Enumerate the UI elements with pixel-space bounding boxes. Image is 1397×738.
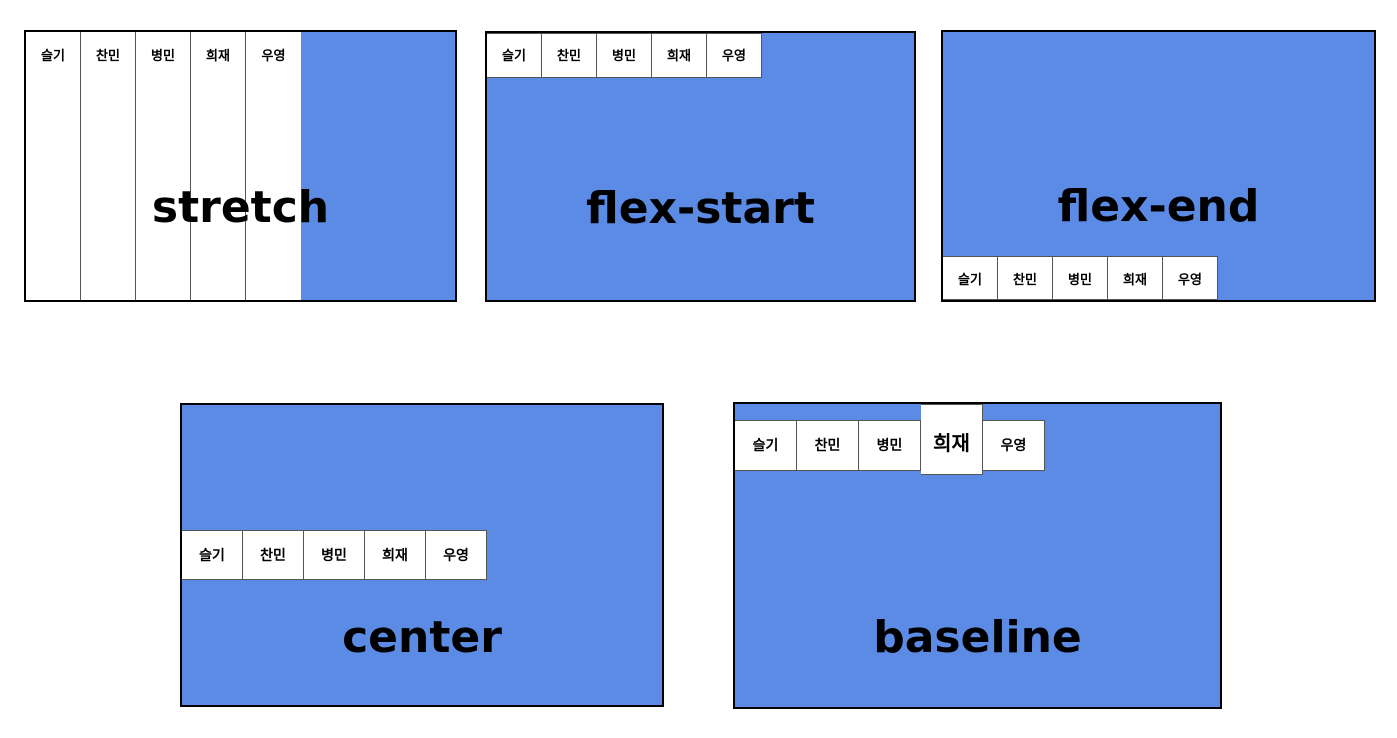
flex-item: 희재 xyxy=(191,32,246,300)
flex-item: 찬민 xyxy=(542,33,597,78)
item-label: 우영 xyxy=(443,548,469,564)
item-label: 희재 xyxy=(667,49,691,64)
flex-item: 슬기 xyxy=(487,33,542,78)
item-label: 희재 xyxy=(1123,273,1147,288)
item-label: 찬민 xyxy=(260,548,286,564)
item-label: 병민 xyxy=(876,438,903,454)
flex-item: 우영 xyxy=(246,32,301,300)
flex-item: 우영 xyxy=(1163,256,1218,300)
item-label: 슬기 xyxy=(958,273,982,288)
item-label: 우영 xyxy=(261,49,286,64)
panel-caption: flex-end xyxy=(1057,181,1260,232)
item-label: 병민 xyxy=(151,49,175,64)
item-label: 우영 xyxy=(722,49,746,64)
item-label: 우영 xyxy=(1178,273,1202,288)
flex-item: 우영 xyxy=(426,530,487,580)
flex-item: 슬기 xyxy=(943,256,998,300)
flex-item: 슬기 xyxy=(182,530,243,580)
item-label: 병민 xyxy=(1068,273,1092,288)
item-label: 찬민 xyxy=(96,49,120,64)
item-label: 슬기 xyxy=(41,49,65,64)
item-label: 우영 xyxy=(1000,438,1027,454)
flex-item: 찬민 xyxy=(797,420,859,471)
panel-stretch: 슬기 찬민 병민 희재 우영 stretch xyxy=(24,30,457,302)
item-label: 병민 xyxy=(321,548,347,564)
panel-flex-end: 슬기 찬민 병민 희재 우영 flex-end xyxy=(941,30,1376,302)
item-label: 슬기 xyxy=(199,548,225,564)
flex-item: 희재 xyxy=(652,33,707,78)
panel-baseline: 슬기 찬민 병민 희재 우영 baseline xyxy=(733,402,1222,709)
item-label: 찬민 xyxy=(1013,273,1037,288)
flex-item: 희재 xyxy=(365,530,426,580)
flex-item: 병민 xyxy=(597,33,652,78)
panel-caption: flex-start xyxy=(586,183,815,234)
flex-item: 우영 xyxy=(707,33,762,78)
item-label: 찬민 xyxy=(557,49,581,64)
item-label: 찬민 xyxy=(814,438,841,454)
panel-flex-start: 슬기 찬민 병민 희재 우영 flex-start xyxy=(485,31,916,302)
flex-item: 우영 xyxy=(983,420,1045,471)
flex-item: 병민 xyxy=(859,420,921,471)
flex-item: 병민 xyxy=(1053,256,1108,300)
item-label: 슬기 xyxy=(752,438,779,454)
flex-item: 슬기 xyxy=(735,420,797,471)
panel-caption: center xyxy=(342,612,502,663)
panel-caption: baseline xyxy=(873,612,1082,663)
flex-item: 희재 xyxy=(1108,256,1163,300)
flex-item: 슬기 xyxy=(26,32,81,300)
flex-item: 병민 xyxy=(304,530,365,580)
panel-center: 슬기 찬민 병민 희재 우영 center xyxy=(180,403,664,707)
item-label: 희재 xyxy=(206,49,230,64)
flex-item: 찬민 xyxy=(81,32,136,300)
flex-item: 찬민 xyxy=(243,530,304,580)
item-label: 병민 xyxy=(612,49,636,64)
item-label: 희재 xyxy=(933,431,970,455)
item-label: 희재 xyxy=(382,548,408,564)
flex-item: 병민 xyxy=(136,32,191,300)
flex-item-large: 희재 xyxy=(921,404,983,475)
flex-item: 찬민 xyxy=(998,256,1053,300)
item-label: 슬기 xyxy=(502,49,526,64)
